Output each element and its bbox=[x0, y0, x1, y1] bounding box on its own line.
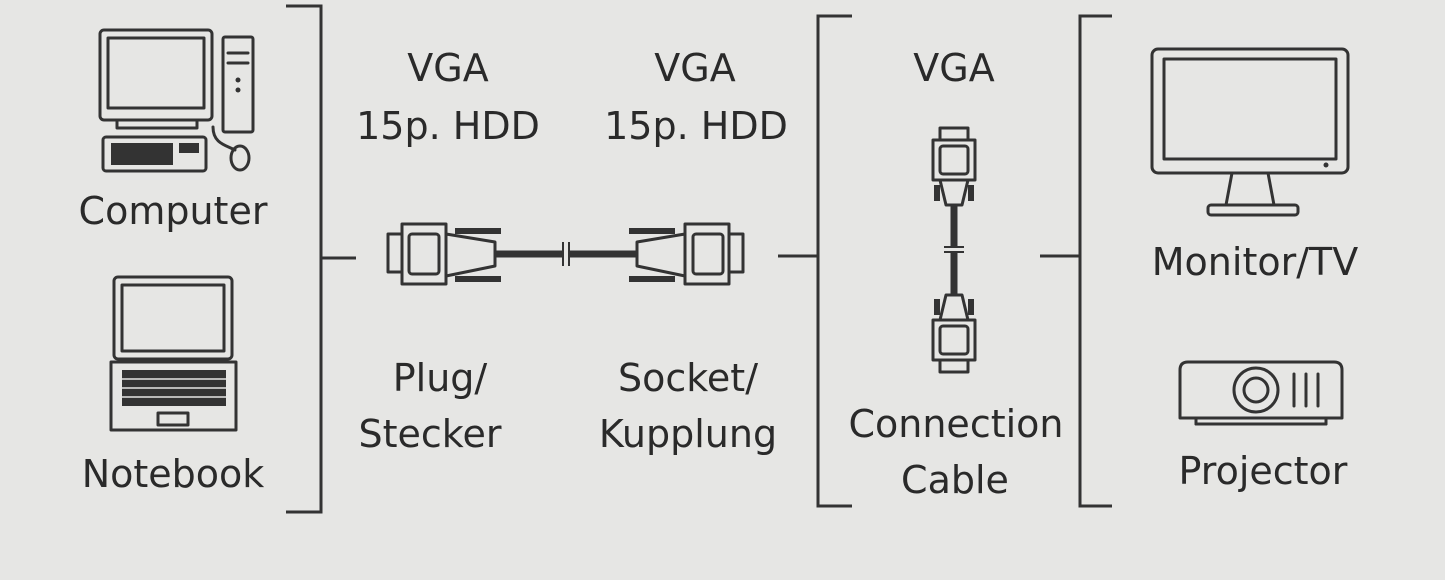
plug-label-line2: Stecker bbox=[358, 412, 502, 456]
vga-cable-vertical-icon bbox=[931, 126, 977, 374]
left-bracket bbox=[286, 4, 323, 514]
plug-spec-line2: 15p. HDD bbox=[356, 104, 540, 148]
computer-label: Computer bbox=[78, 189, 268, 233]
notebook-icon bbox=[109, 275, 238, 432]
socket-spec-line1: VGA bbox=[654, 46, 736, 90]
plug-spec-line1: VGA bbox=[407, 46, 489, 90]
right-bracket bbox=[1078, 14, 1112, 508]
socket-spec-line2: 15p. HDD bbox=[604, 104, 788, 148]
middle-bracket bbox=[816, 14, 852, 508]
plug-label-line1: Plug/ bbox=[392, 356, 488, 400]
socket-label-line1: Socket/ bbox=[618, 356, 758, 400]
cable-label-line1: Connection bbox=[848, 402, 1064, 446]
cable-label-line2: Cable bbox=[901, 458, 1009, 502]
vga-cable-horizontal-icon bbox=[386, 222, 745, 286]
desktop-computer-icon bbox=[98, 28, 255, 173]
notebook-label: Notebook bbox=[81, 452, 265, 496]
monitor-label: Monitor/TV bbox=[1151, 240, 1359, 284]
socket-label-line2: Kupplung bbox=[598, 412, 778, 456]
cable-spec-line1: VGA bbox=[913, 46, 995, 90]
projector-icon bbox=[1178, 360, 1344, 426]
monitor-icon bbox=[1150, 47, 1350, 217]
projector-label: Projector bbox=[1178, 449, 1348, 493]
